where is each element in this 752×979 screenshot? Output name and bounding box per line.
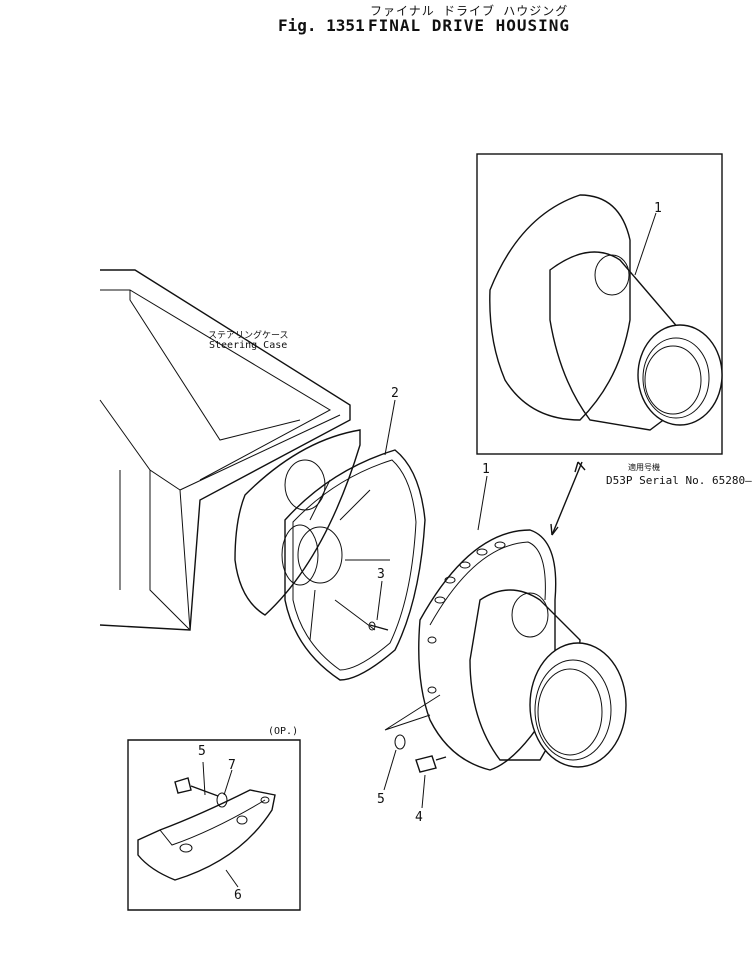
callout-4: 4 [415, 810, 423, 825]
callout-inset-5: 5 [198, 744, 206, 759]
bolt-and-washer [384, 694, 447, 773]
leader-lines [202, 212, 657, 888]
applicability-label: D53P Serial No. 65280— [606, 474, 752, 487]
figure-number: Fig. 1351 [278, 16, 365, 35]
reference-arrow [550, 461, 586, 536]
japanese-title: ファイナル ドライブ ハウジング [370, 4, 569, 18]
callout-3: 3 [377, 567, 385, 582]
optional-inset [127, 739, 301, 911]
case-flange [234, 429, 361, 616]
steering-case-label: Steering Case [209, 340, 288, 351]
final-drive-housing [418, 529, 627, 771]
housing-bolt-holes [427, 541, 506, 694]
inset-housing [476, 153, 723, 455]
applicability-label-jp: 適用号機 [628, 463, 660, 472]
callout-1: 1 [482, 462, 490, 477]
steering-case-label-jp: ステアリングケース [208, 331, 289, 341]
steering-case [99, 269, 351, 631]
callout-inset-7: 7 [228, 758, 236, 773]
callout-5: 5 [377, 792, 385, 807]
gasket [284, 449, 426, 681]
figure-title: FINAL DRIVE HOUSING [368, 16, 571, 35]
optional-label: (OP.) [268, 726, 299, 737]
callout-2: 2 [391, 386, 399, 401]
callout-inset-6: 6 [234, 888, 242, 903]
callout-inset-1: 1 [654, 201, 662, 216]
dowel-pin [368, 621, 389, 631]
